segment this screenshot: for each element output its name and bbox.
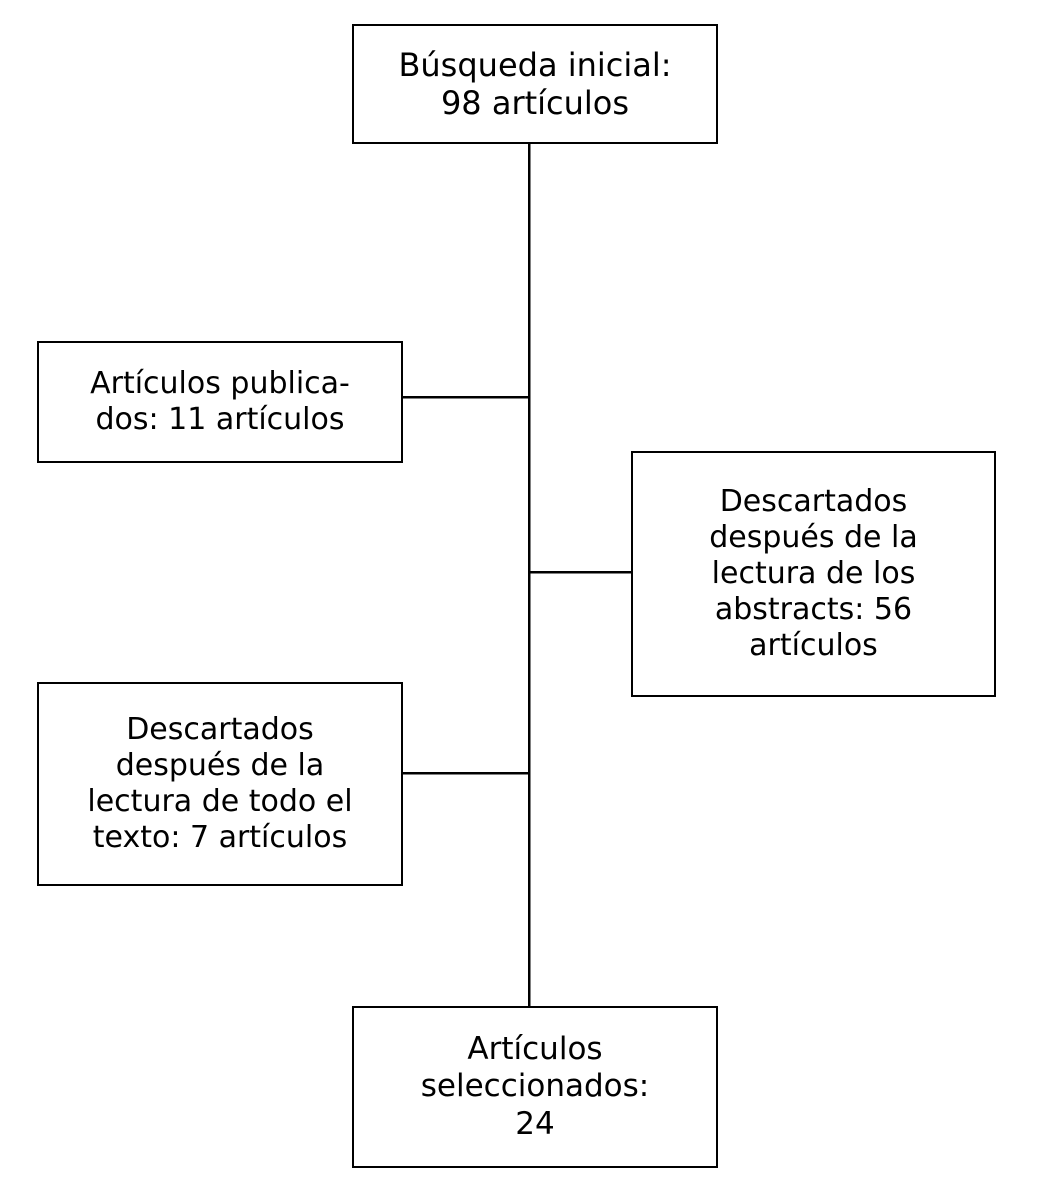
discarded-after-fulltext-box: Descartados después de la lectura de tod… bbox=[37, 682, 403, 886]
selected-articles-box: Artículos seleccionados: 24 bbox=[352, 1006, 718, 1168]
initial-search-box: Búsqueda inicial: 98 artículos bbox=[352, 24, 718, 144]
published-articles-box: Artículos publica- dos: 11 artículos bbox=[37, 341, 403, 463]
discarded-after-abstracts-box: Descartados después de la lectura de los… bbox=[631, 451, 996, 697]
